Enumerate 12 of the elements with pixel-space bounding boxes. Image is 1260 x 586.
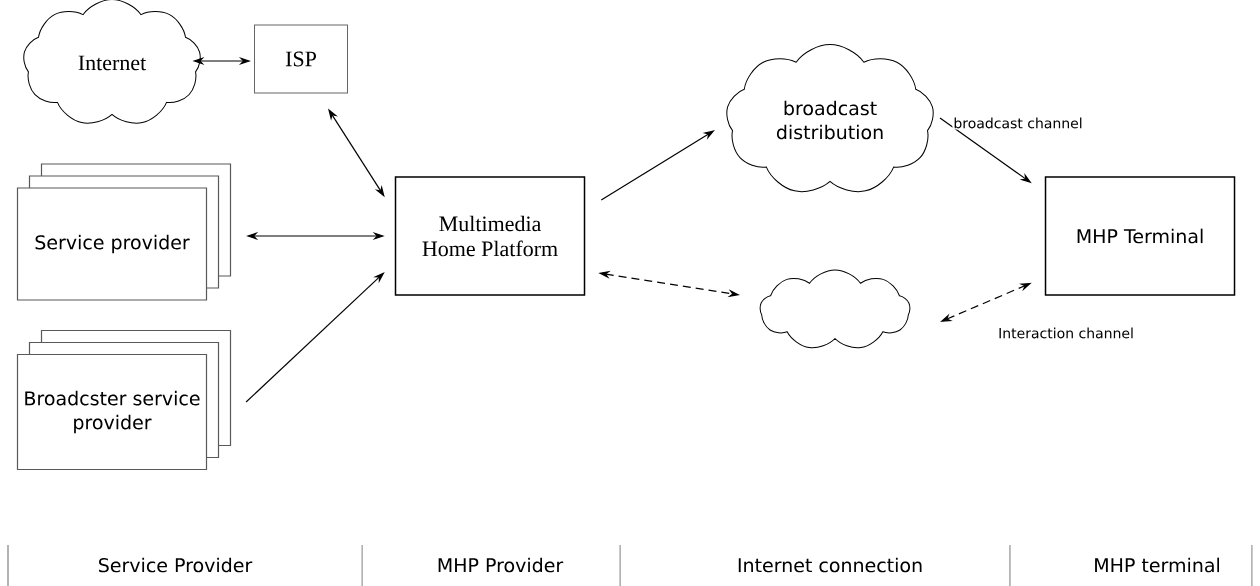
column-label: MHP Provider bbox=[438, 557, 564, 573]
column-label: Internet connection bbox=[738, 557, 922, 573]
column-label: Service Provider bbox=[99, 557, 253, 573]
cloud-shape bbox=[759, 269, 911, 349]
column-label: MHP terminal bbox=[1095, 557, 1219, 573]
box: ISP bbox=[254, 24, 348, 94]
stacked-box: Service provider bbox=[16, 163, 232, 301]
edge-label: Interaction channel bbox=[999, 327, 1133, 339]
terminal-box: MHP Terminal bbox=[1044, 176, 1236, 296]
stacked-box: Broadcster service provider bbox=[16, 329, 232, 471]
edge-label: broadcast channel bbox=[954, 117, 1082, 129]
platform-box: Multimedia Home Platform bbox=[394, 176, 586, 296]
